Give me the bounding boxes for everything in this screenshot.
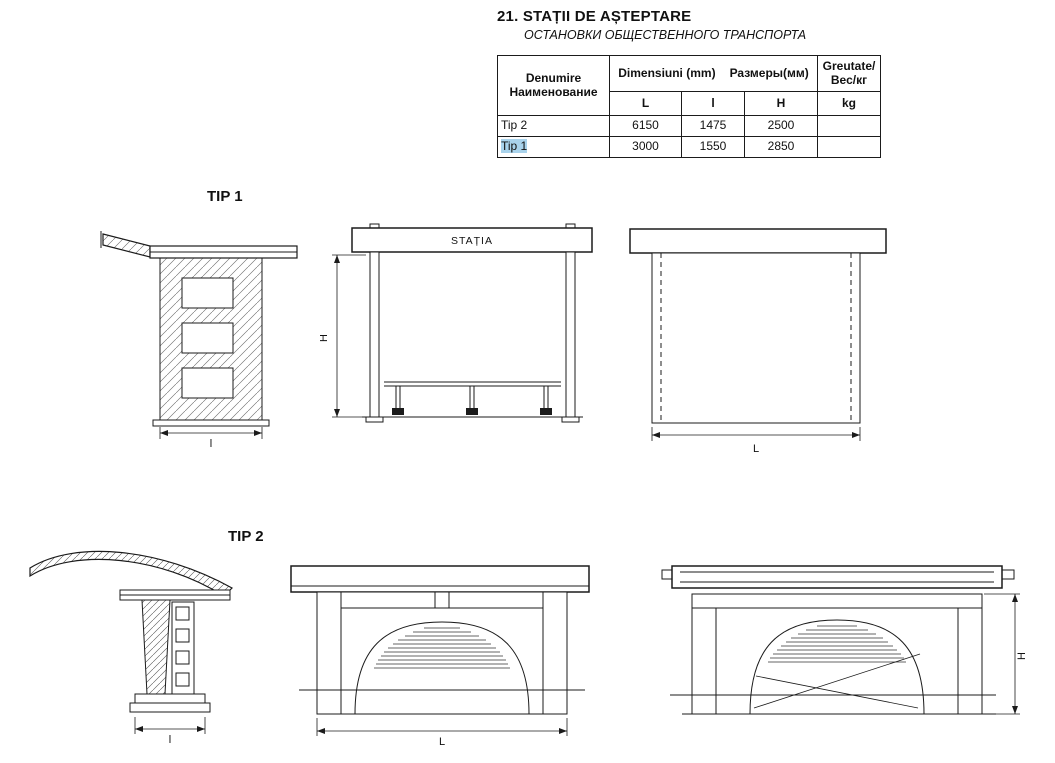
page-title: 21. STAȚII DE AȘTEPTARE (497, 8, 692, 25)
cell-L-tip2: 6150 (609, 115, 682, 137)
tip1-rear-panel (651, 252, 861, 424)
tip1-side-body (152, 257, 270, 427)
cell-name-tip2: Tip 2 (497, 115, 610, 137)
dome-diagonal (755, 675, 919, 709)
selected-text-tip1[interactable]: Tip 1 (501, 139, 528, 154)
cell-l-tip2: 1475 (681, 115, 745, 137)
tip1-front-post-left (369, 251, 380, 418)
table-row-tip2: Tip 2 6150 1475 2500 (497, 115, 881, 137)
sub-col-l: l (681, 91, 745, 116)
col-header-name-ru: Наименование (509, 84, 598, 99)
col-header-weight-ru: Вес/кг (830, 72, 868, 87)
sub-col-L: L (609, 91, 682, 116)
cell-L-tip1: 3000 (609, 136, 682, 158)
tip2-rear-pillar-left (691, 607, 717, 715)
tip2-front-pillar-left (316, 591, 342, 715)
tip2-side-window (175, 672, 190, 687)
tip2-side-base (129, 693, 211, 713)
sub-col-weight-unit: kg (817, 91, 881, 116)
tip2-front-view: L (290, 565, 590, 748)
tip1-front-roof: STAȚIA (351, 223, 593, 253)
col-header-weight-ro: Greutate/ (822, 58, 876, 73)
tip2-side-window (175, 650, 190, 665)
tip1-rear-view: L (629, 228, 887, 455)
dimensions-table: Denumire Наименование Dimensiuni (mm) Раз… (497, 55, 881, 158)
cell-l-tip1: 1550 (681, 136, 745, 158)
col-header-dimensions: Dimensiuni (mm) Размеры(мм) (609, 55, 818, 92)
dome-diagonal (753, 653, 921, 709)
tip2-rear-structure (691, 593, 983, 715)
tip2-side-window (175, 606, 190, 621)
tip1-rear-roof (629, 228, 887, 254)
tip1-section-label: TIP 1 (207, 188, 243, 205)
tip1-side-dimension-width: l (159, 427, 263, 450)
tip2-front-dimension-length: L (316, 718, 568, 748)
tip1-front-view: STAȚIA H (320, 223, 593, 423)
tip1-front-structure (362, 251, 583, 423)
tip1-front-bench (384, 381, 561, 415)
tip1-front-dimension-height: H (320, 254, 366, 418)
sub-col-H: H (744, 91, 818, 116)
cell-weight-tip1 (817, 136, 881, 158)
dome-hatching (374, 627, 510, 669)
col-header-dimensions-ro: Dimensiuni (mm) (618, 65, 716, 80)
tip1-front-height-label: H (320, 334, 330, 342)
tip2-front-roof (290, 565, 590, 593)
tip2-side-column (141, 599, 195, 695)
dome-hatching (768, 625, 906, 663)
page-subtitle: ОСТАНОВКИ ОБЩЕСТВЕННОГО ТРАНСПОРТА (524, 28, 807, 42)
tip2-front-structure (316, 591, 568, 715)
tip2-rear-height-label: H (1016, 652, 1028, 660)
tip1-side-view: l (100, 231, 298, 450)
cell-H-tip1: 2850 (744, 136, 818, 158)
col-header-name: Denumire Наименование (497, 55, 610, 116)
tip2-rear-dome (749, 619, 925, 715)
table-row-tip1: Tip 1 3000 1550 2850 (497, 136, 881, 158)
tip1-side-width-label: l (210, 438, 212, 450)
col-header-weight: Greutate/ Вес/кг (817, 55, 881, 92)
tip2-side-view: l (29, 550, 233, 746)
tip2-rear-dimension-height: H (984, 593, 1028, 715)
tip2-rear-pillar-right (957, 607, 983, 715)
cell-weight-tip2 (817, 115, 881, 137)
tip1-rear-dimension-length: L (651, 427, 861, 455)
tip1-side-base (152, 419, 270, 427)
tip1-station-sign: STAȚIA (451, 235, 493, 247)
tip2-front-dome (354, 621, 530, 715)
col-header-name-ro: Denumire (525, 70, 582, 85)
tip1-side-window (181, 322, 234, 354)
cell-name-tip1: Tip 1 (497, 136, 610, 158)
tip2-front-length-label: L (439, 736, 445, 748)
cell-H-tip2: 2500 (744, 115, 818, 137)
tip2-side-roof (29, 550, 233, 601)
tip2-rear-view: H (661, 565, 1028, 715)
tip1-front-post-right (565, 251, 576, 418)
tip1-side-window (181, 367, 234, 399)
tip2-section-label: TIP 2 (228, 528, 264, 545)
tip1-side-roof (100, 231, 298, 259)
tip2-front-pillar-right (542, 591, 568, 715)
tip2-side-window (175, 628, 190, 643)
tip1-rear-length-label: L (753, 443, 759, 455)
col-header-dimensions-ru: Размеры(мм) (729, 65, 809, 80)
tip2-rear-roof (661, 565, 1015, 589)
tip2-side-dimension-width: l (134, 717, 206, 746)
tip1-side-window (181, 277, 234, 309)
tip2-side-width-label: l (169, 734, 171, 746)
